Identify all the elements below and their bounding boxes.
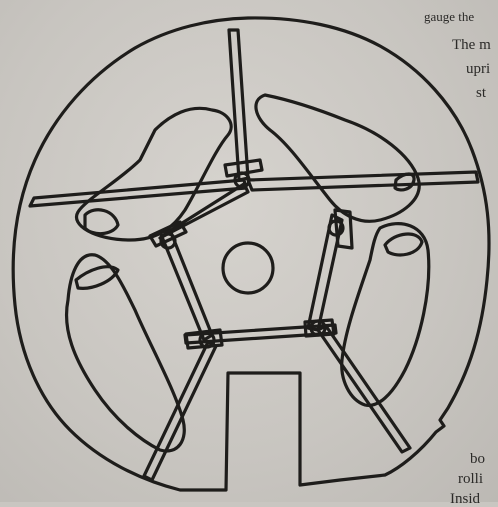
stick-top-right [248,172,478,190]
leaf-top-left [77,108,232,240]
leaf-lobe-left [85,210,118,234]
circular-board-outline [13,18,489,490]
leaf-spot-right-lower [385,234,422,255]
leaf-top-right [256,95,419,221]
stick-top [229,30,248,180]
side-text-line: upri [466,62,490,77]
side-text-line: bo [470,452,485,467]
leaf-left [67,255,185,451]
stick-bottom-right [318,326,410,452]
center-hole [223,243,273,293]
side-text-line: st [476,86,486,101]
side-text-line: rolli [458,472,483,487]
side-text-line: Insid [450,492,480,507]
leaf-spot-right [395,174,414,190]
side-text-line: gauge the [424,10,474,23]
side-text-line: The m [452,38,491,53]
